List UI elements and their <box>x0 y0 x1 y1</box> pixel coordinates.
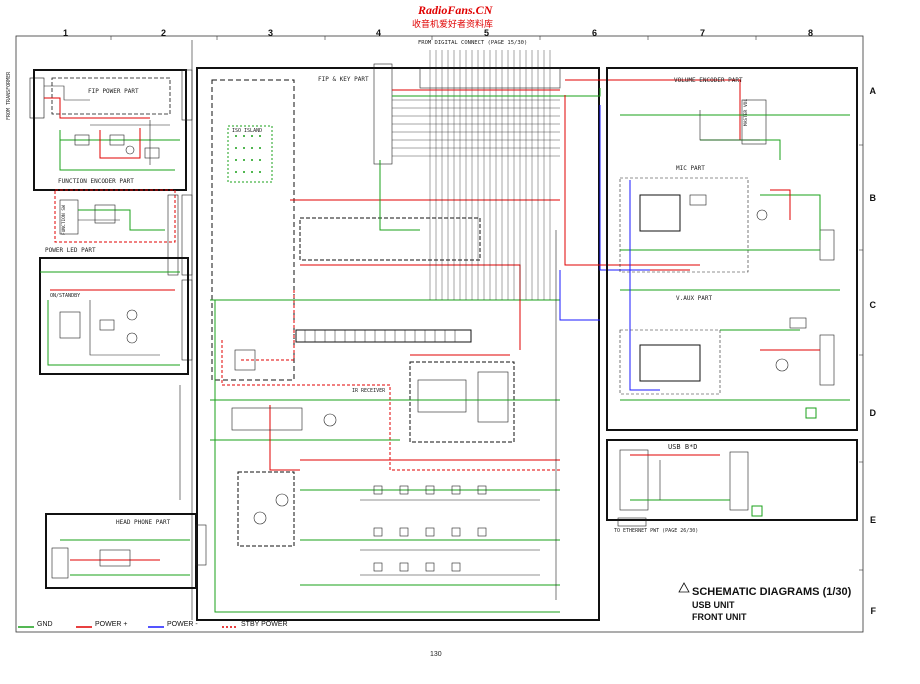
legend-power-plus: POWER + <box>95 621 128 628</box>
head-phone-label: HEAD PHONE PART <box>116 519 171 526</box>
grid-col-8: 8 <box>808 28 814 38</box>
mic-label: MIC PART <box>676 165 705 172</box>
ir-receiver-label: IR RECEIVER <box>352 388 386 394</box>
digital-bus <box>373 50 741 600</box>
grid-col-1: 1 <box>63 28 69 38</box>
schematic-title: SCHEMATIC DIAGRAMS (1/30) <box>692 586 852 598</box>
grid-row-b: B <box>869 193 877 203</box>
grid-col-6: 6 <box>592 28 598 38</box>
head-phone-block <box>45 513 207 589</box>
grid-col-5: 5 <box>484 28 490 38</box>
caution-icon <box>678 582 690 593</box>
power-led-block <box>39 257 189 375</box>
from-transformer-label: FROM TRANSFORMER <box>6 71 12 120</box>
iso-island-label: ISO ISLAND <box>232 128 263 134</box>
fip-key-label: FIP & KEY PART <box>318 76 369 83</box>
grid-col-7: 7 <box>700 28 706 38</box>
legend-power-minus: POWER - <box>167 621 198 628</box>
right-block <box>606 67 858 431</box>
grid-row-e: E <box>869 515 876 525</box>
usb-label: USB B*D <box>668 443 698 451</box>
page-number: 130 <box>430 651 442 658</box>
usb-block <box>606 439 858 527</box>
grid-row-a: A <box>869 86 877 96</box>
function-sw-label: FUNCTION SW <box>62 205 67 235</box>
fip-key-block <box>196 67 600 621</box>
subtitle-front-unit: FRONT UNIT <box>692 612 747 622</box>
grid-col-4: 4 <box>376 28 382 38</box>
v-aux-label: V.AUX PART <box>676 295 713 302</box>
grid-row-d: D <box>869 408 877 418</box>
fip-power-label: FIP POWER PART <box>88 88 139 95</box>
legend-stby-power: STBY POWER <box>241 621 288 628</box>
function-encoder-label: FUNCTION ENCODER PART <box>58 178 134 185</box>
site-watermark: RadioFans.CN <box>418 3 493 17</box>
fip-power-block <box>29 69 187 191</box>
power-led-label: POWER LED PART <box>45 247 96 254</box>
subtitle-usb-unit: USB UNIT <box>692 600 735 610</box>
volume-encoder-label: VOLUME ENCODER PART <box>674 77 743 84</box>
to-ethernet-label: TO ETHERNET PWT (PAGE 26/30) <box>614 528 699 534</box>
on-standby-label: ON/STANDBY <box>50 293 81 299</box>
from-digital-label: FROM DIGITAL CONNECT (PAGE 15/30) <box>418 40 528 46</box>
function-encoder-block <box>54 189 176 243</box>
legend-gnd: GND <box>37 621 53 628</box>
grid-col-2: 2 <box>161 28 167 38</box>
grid-col-3: 3 <box>268 28 274 38</box>
grid-row-f: F <box>870 606 877 616</box>
grid-row-c: C <box>869 300 877 310</box>
site-tagline: 收音机爱好者资料库 <box>412 20 494 30</box>
master-vol-label: MASTER VOL <box>744 98 749 126</box>
